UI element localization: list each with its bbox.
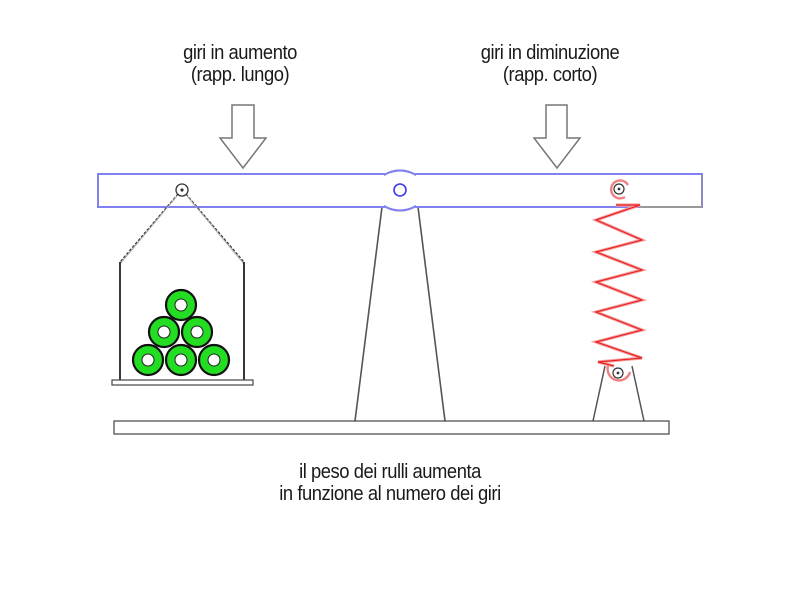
- caption: il peso dei rulli aumenta in funzione al…: [215, 461, 565, 505]
- lever-beam: [97, 169, 703, 212]
- label-increasing-revs: giri in aumento (rapp. lungo): [139, 42, 341, 86]
- pivot-icon: [393, 183, 407, 197]
- caption-line2: in funzione al numero dei giri: [279, 483, 501, 505]
- label-decreasing-revs-line1: giri in diminuzione: [480, 42, 620, 64]
- base-bar: [113, 420, 670, 435]
- roller-icon: [197, 343, 231, 377]
- spring-icon: [590, 179, 648, 382]
- label-decreasing-revs: giri in diminuzione (rapp. corto): [440, 42, 661, 86]
- roller-icon: [131, 343, 165, 377]
- label-decreasing-revs-line2: (rapp. corto): [502, 64, 598, 86]
- fulcrum-stand: [354, 206, 446, 422]
- down-arrow-icon-left: [218, 104, 268, 170]
- down-arrow-icon-right: [532, 104, 582, 170]
- label-increasing-revs-line1: giri in aumento: [183, 42, 297, 64]
- rollers: [131, 288, 231, 377]
- label-increasing-revs-line2: (rapp. lungo): [190, 64, 290, 86]
- roller-basket: [111, 183, 254, 386]
- roller-icon: [164, 343, 198, 377]
- roller-icon: [147, 315, 181, 349]
- roller-icon: [180, 315, 214, 349]
- spring-support-stand: [592, 365, 645, 422]
- caption-line1: il peso dei rulli aumenta: [299, 461, 481, 483]
- roller-icon: [164, 288, 198, 322]
